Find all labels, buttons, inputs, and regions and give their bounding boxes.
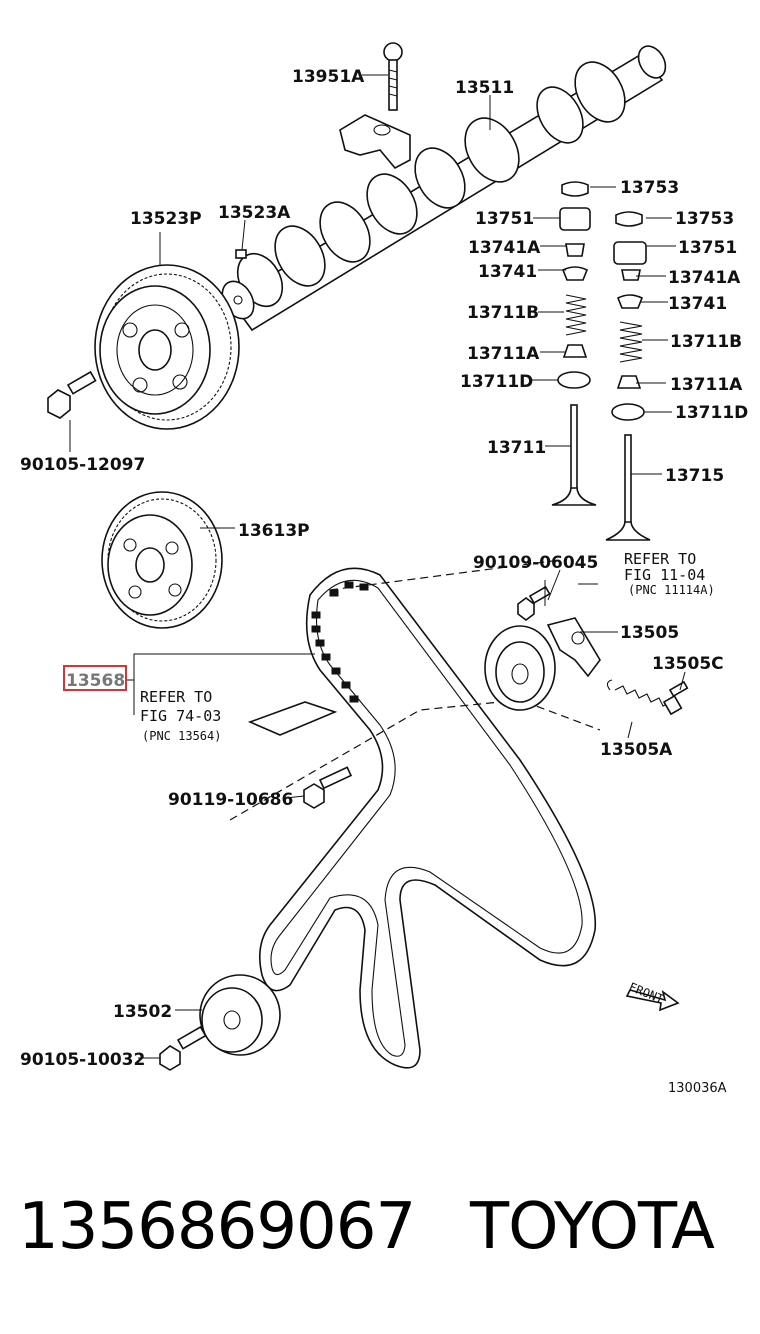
- bolt-90105-10032: [159, 1025, 207, 1071]
- camshaft-pulley: [94, 264, 240, 430]
- front-arrow-icon: [625, 989, 680, 1012]
- key-13523A: [235, 249, 247, 259]
- leader-lines: [69, 74, 686, 1059]
- bolt-13951A: [383, 42, 403, 111]
- label-13523A: 13523A: [218, 203, 291, 223]
- label-13711D-a: 13711D: [460, 372, 533, 392]
- ref-fig-74-03-line1: REFER TO: [140, 688, 212, 706]
- highlight-box-13568: [63, 665, 127, 691]
- bearing-cap: [339, 114, 411, 170]
- label-13741-a: 13741: [478, 262, 537, 282]
- label-90105-10032: 90105-10032: [20, 1050, 145, 1070]
- valve-train-left: [551, 181, 597, 506]
- spring-13505A: [606, 679, 676, 711]
- bolt-90105-12097: [47, 370, 97, 419]
- label-13505: 13505: [620, 623, 679, 643]
- label-13711A-a: 13711A: [467, 344, 540, 364]
- front-label: FRONT: [627, 980, 666, 1007]
- label-13741A-a: 13741A: [468, 238, 541, 258]
- label-13711B-b: 13711B: [670, 332, 742, 352]
- label-13613P: 13613P: [238, 521, 310, 541]
- valve-train-right: [605, 211, 651, 541]
- ref-fig-11-04-line2: FIG 11-04: [624, 566, 705, 584]
- label-13568: 13568: [66, 671, 125, 691]
- label-13511: 13511: [455, 78, 514, 98]
- ref-fig-11-04-line1: REFER TO: [624, 550, 696, 568]
- label-13753-b: 13753: [675, 209, 734, 229]
- crank-pulley: [101, 491, 223, 629]
- label-13951A: 13951A: [292, 67, 365, 87]
- tensioner: [484, 617, 601, 711]
- ref-fig-11-04-line3: (PNC 11114A): [628, 583, 715, 597]
- label-90109-06045: 90109-06045: [473, 553, 598, 573]
- figure-code: 130036A: [668, 1081, 727, 1096]
- label-13711A-b: 13711A: [670, 375, 743, 395]
- label-13502: 13502: [113, 1002, 172, 1022]
- label-13741A-b: 13741A: [668, 268, 741, 288]
- footer-part-number: 1356869067: [18, 1190, 416, 1264]
- bolt-13505C: [662, 680, 689, 716]
- label-13741-b: 13741: [668, 294, 727, 314]
- ref-fig-74-03-line2: FIG 74-03: [140, 707, 221, 725]
- idler-pulley: [199, 974, 281, 1056]
- label-90105-12097: 90105-12097: [20, 455, 145, 475]
- footer: 1356869067 TOYOTA: [0, 1190, 760, 1280]
- label-13711B-a: 13711B: [467, 303, 539, 323]
- label-13751-b: 13751: [678, 238, 737, 258]
- engine-outline: [229, 699, 601, 821]
- timing-belt: [259, 567, 597, 1069]
- label-13711D-b: 13711D: [675, 403, 748, 423]
- label-13523P: 13523P: [130, 209, 202, 229]
- ref-fig-74-03-line3: (PNC 13564): [142, 729, 221, 743]
- camshaft: [221, 45, 667, 332]
- label-13753-a: 13753: [620, 178, 679, 198]
- label-13715: 13715: [665, 466, 724, 486]
- label-13711: 13711: [487, 438, 546, 458]
- label-90119-10686: 90119-10686: [168, 790, 293, 810]
- label-13505C: 13505C: [652, 654, 724, 674]
- label-13505A: 13505A: [600, 740, 673, 760]
- footer-brand: TOYOTA: [470, 1190, 715, 1264]
- bolt-90119-10686: [303, 766, 353, 809]
- belt-reference-symbol: [247, 701, 338, 736]
- label-13751-a: 13751: [475, 209, 534, 229]
